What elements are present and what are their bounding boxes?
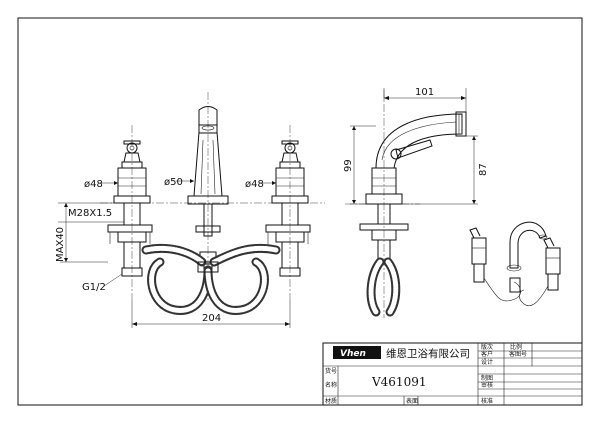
company-name: 维恩卫浴有限公司 [386,347,470,360]
model-number: V461091 [371,375,426,389]
dim-g12: G1/2 [82,282,106,293]
company-logo: Vhen [340,349,366,359]
dim-99: 99 [343,159,354,172]
label-approve: 核准 [481,397,493,405]
label-surface: 表面 [406,397,418,405]
label-customer: 客户 [481,350,493,358]
dim-thread: M28X1.5 [68,208,112,219]
dim-101: 101 [415,87,434,98]
dim-d48-left: ø48 [84,179,103,190]
front-view: ø48 ø50 ø48 M28X1.5 MAX40 G1/2 204 [55,92,325,328]
hoses-front [141,243,281,315]
label-design: 设计 [481,358,493,366]
label-name: 名称 [325,381,337,389]
dim-d50: ø50 [164,177,183,188]
label-review: 审核 [481,381,493,389]
dim-204: 204 [202,313,221,324]
left-valve [107,140,153,277]
title-block: Vhen 维恩卫浴有限公司 版次 比例 客户 客图号 货号 设计 名称 制图 审… [322,342,583,406]
logo-badge [333,346,381,359]
dim-87: 87 [478,163,489,176]
side-view: 101 99 87 [343,87,489,318]
label-item-no: 货号 [325,367,337,375]
label-scale: 比例 [510,343,522,351]
dim-d48-right: ø48 [245,179,264,190]
drawing-frame [17,17,583,406]
label-version: 版次 [481,343,493,351]
dim-max40: MAX40 [55,227,66,262]
right-valve [265,140,311,277]
label-customer-no: 客图号 [509,350,527,358]
isometric-view [469,221,561,306]
label-material: 材质 [325,397,337,405]
label-drawing: 制图 [481,374,493,382]
